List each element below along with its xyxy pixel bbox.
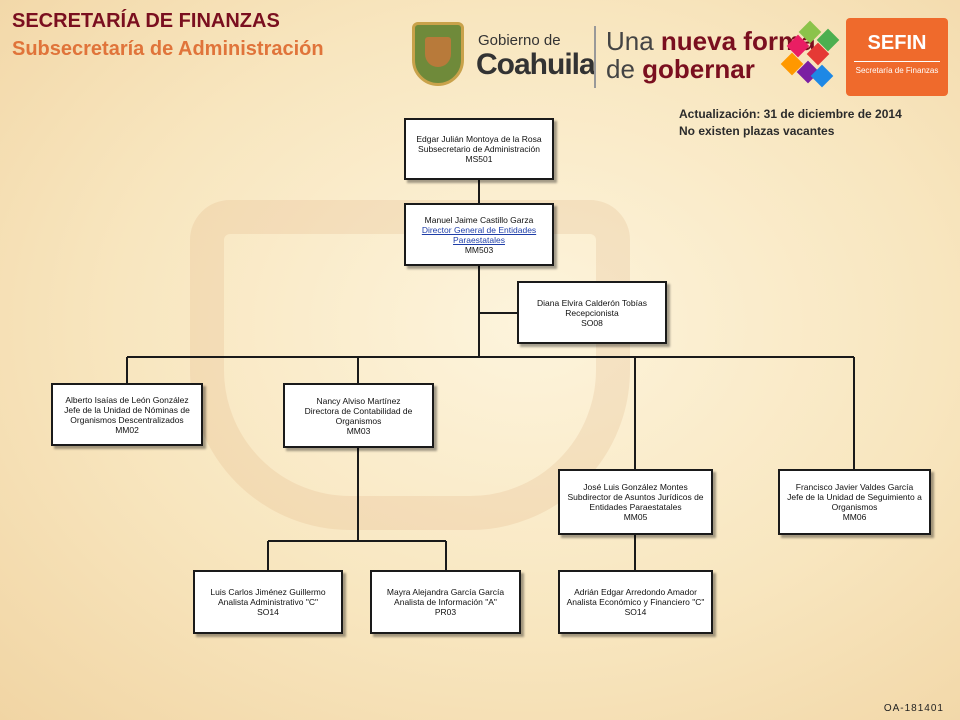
- org-box-analista-economico: Adrián Edgar Arredondo Amador Analista E…: [558, 570, 713, 634]
- person-role: Analista de Información "A": [394, 597, 497, 607]
- page-title: SECRETARÍA DE FINANZAS: [12, 10, 280, 32]
- slogan-line-2: de gobernar: [606, 54, 755, 84]
- logo-divider: [594, 26, 596, 88]
- person-name: José Luis González Montes: [583, 482, 688, 492]
- position-code: MM03: [346, 425, 371, 436]
- org-box-contabilidad: Nancy Alviso Martínez Directora de Conta…: [283, 383, 434, 448]
- person-role: Subdirector de Asuntos Jurídicos de Enti…: [567, 492, 704, 512]
- position-code: MM06: [842, 512, 867, 522]
- position-code: MS501: [465, 154, 493, 164]
- position-code: SO08: [581, 317, 603, 328]
- gobierno-de-label: Gobierno de: [478, 32, 561, 49]
- person-role: Jefe de la Unidad de Nóminas de Organism…: [64, 404, 190, 425]
- update-date: Actualización: 31 de diciembre de 2014: [679, 107, 902, 121]
- person-role: Jefe de la Unidad de Seguimiento a Organ…: [787, 492, 922, 512]
- position-code: MM503: [464, 244, 494, 255]
- org-box-subsecretario: Edgar Julián Montoya de la Rosa Subsecre…: [404, 118, 554, 180]
- org-box-seguimiento: Francisco Javier Valdes García Jefe de l…: [778, 469, 931, 535]
- person-role: Subsecretario de Administración: [418, 144, 540, 154]
- person-role: Analista Administrativo "C": [217, 597, 319, 607]
- org-box-nominas: Alberto Isaías de León González Jefe de …: [51, 383, 203, 446]
- position-code: MM02: [115, 424, 139, 435]
- person-name: Adrián Edgar Arredondo Amador: [574, 587, 697, 597]
- document-code: OA-181401: [883, 703, 944, 714]
- position-code: SO14: [624, 607, 647, 617]
- org-box-juridicos: José Luis González Montes Subdirector de…: [558, 469, 713, 535]
- position-code: SO14: [257, 607, 279, 617]
- update-note: Actualización: 31 de diciembre de 2014 N…: [679, 106, 902, 140]
- person-name: Nancy Alviso Martínez: [316, 395, 401, 406]
- page-subtitle: Subsecretaría de Administración: [12, 38, 324, 60]
- person-role: Analista Económico y Financiero "C": [566, 597, 705, 607]
- person-name: Mayra Alejandra García García: [386, 587, 505, 597]
- org-box-analista-informacion: Mayra Alejandra García García Analista d…: [370, 570, 521, 634]
- person-role: Directora de Contabilidad de Organismos: [304, 405, 413, 426]
- person-name: Diana Elvira Calderón Tobías: [537, 297, 647, 308]
- org-box-analista-administrativo: Luis Carlos Jiménez Guillermo Analista A…: [193, 570, 343, 634]
- person-name: Edgar Julián Montoya de la Rosa: [416, 134, 542, 144]
- sefin-logo-divider: [854, 61, 940, 62]
- org-box-director-general: Manuel Jaime Castillo Garza Director Gen…: [404, 203, 554, 266]
- person-name: Manuel Jaime Castillo Garza: [424, 214, 534, 225]
- vacancies-note: No existen plazas vacantes: [679, 124, 835, 138]
- director-role-link[interactable]: Director General de Entidades Paraestata…: [421, 224, 537, 245]
- sefin-logo-text: SEFIN: [867, 32, 927, 54]
- position-code: PR03: [434, 607, 457, 617]
- person-name: Luis Carlos Jiménez Guillermo: [210, 587, 326, 597]
- coahuila-logo-text: Coahuila: [476, 48, 596, 81]
- person-name: Francisco Javier Valdes García: [795, 482, 914, 492]
- sefin-logo: SEFIN Secretaría de Finanzas: [846, 18, 948, 96]
- person-name: Alberto Isaías de León González: [65, 394, 189, 405]
- org-box-recepcionista: Diana Elvira Calderón Tobías Recepcionis…: [517, 281, 667, 344]
- position-code: MM05: [623, 512, 648, 522]
- person-role: Recepcionista: [565, 307, 619, 318]
- sefin-logo-subtext: Secretaría de Finanzas: [855, 66, 939, 75]
- coahuila-seal-icon: [412, 22, 464, 86]
